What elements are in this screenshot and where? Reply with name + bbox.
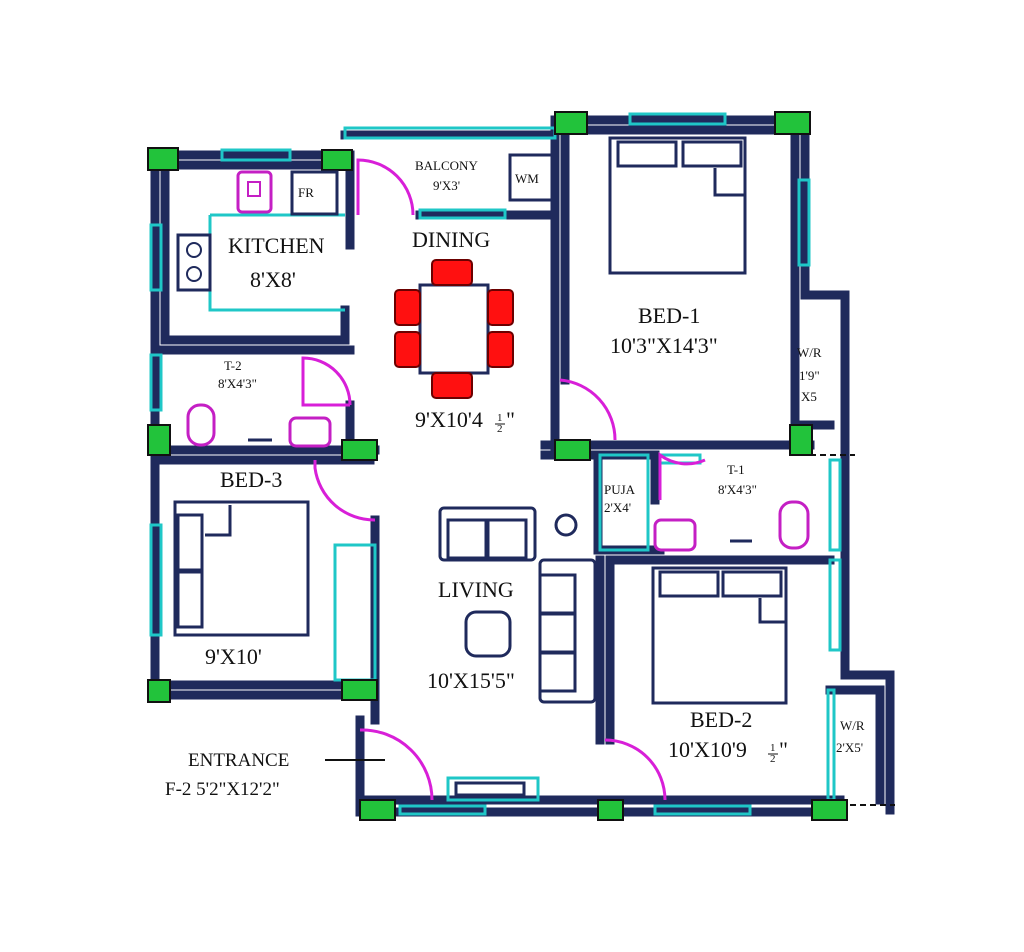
room-labels: KITCHEN 8'X8' BALCONY 9'X3' FR WM DINING… [165,158,865,800]
dining-size-fraction-suffix: " [506,407,515,432]
wc-icon [186,403,216,447]
dining-size: 9'X10'4 [415,407,483,432]
fridge-label: FR [298,185,314,200]
bed2-size-fraction-suffix: " [779,737,788,762]
wr1-label: W/R [797,345,822,360]
balcony-size: 9'X3' [433,178,460,193]
wc-icon [778,500,810,550]
dining-size-fraction-num: 1 [497,412,503,424]
kitchen-size: 8'X8' [250,267,296,292]
bed2-size: 10'X10'9 [668,737,747,762]
lamp-icon [554,513,578,537]
bed-3-furniture [173,500,310,637]
bed-2-furniture [651,566,788,705]
toilet-t2-fixtures [186,403,332,448]
puja-size: 2'X4' [604,500,631,515]
t2-size: 8'X4'3" [218,376,257,391]
entrance-label: ENTRANCE [188,750,289,771]
ottoman-icon [464,610,512,658]
wr1-size-a: 1'9" [799,368,820,383]
bed3-label: BED-3 [220,467,282,492]
balcony-label: BALCONY [415,158,478,173]
bed2-size-fraction-den: 2 [770,753,776,765]
living-label: LIVING [438,577,514,602]
dining-table [394,259,514,399]
wr1-size-b: X5 [801,389,817,404]
table-icon [418,283,490,375]
tv-unit-icon [454,781,526,797]
walls [150,115,895,817]
wr2-label: W/R [840,718,865,733]
t2-label: T-2 [224,358,242,373]
washer-label: WM [515,171,539,186]
bed2-size-fraction-num: 1 [770,742,776,754]
chair-icon [394,331,421,368]
toilet-t1-fixtures [653,500,810,552]
columns [147,111,848,821]
puja-label: PUJA [604,482,636,497]
bed-1-furniture [608,136,747,275]
chair-icon [487,331,514,368]
bed1-label: BED-1 [638,303,700,328]
kitchen-label: KITCHEN [228,233,325,258]
t1-size: 8'X4'3" [718,482,757,497]
dining-label: DINING [412,227,490,252]
chair-icon [431,259,473,286]
fridge-icon [290,170,339,216]
kitchen-fixtures [176,153,554,312]
doors [301,158,706,801]
chair-icon [487,289,514,326]
basin-icon [288,416,332,448]
entrance-size: F-2 5'2"X12'2" [165,779,280,800]
bed2-label: BED-2 [690,707,752,732]
washing-machine-icon [508,153,554,202]
chair-icon [394,289,421,326]
bed1-size: 10'3"X14'3" [610,333,718,358]
t1-label: T-1 [727,462,745,477]
basin-icon [653,518,697,552]
living-size: 10'X15'5" [427,668,515,693]
dining-size-fraction-den: 2 [497,423,503,435]
living-furniture [438,506,597,797]
wr2-size: 2'X5' [836,740,863,755]
bed3-size: 9'X10' [205,644,262,669]
kitchen-sink-icon [236,170,273,214]
windows [149,112,842,816]
chair-icon [431,372,473,399]
